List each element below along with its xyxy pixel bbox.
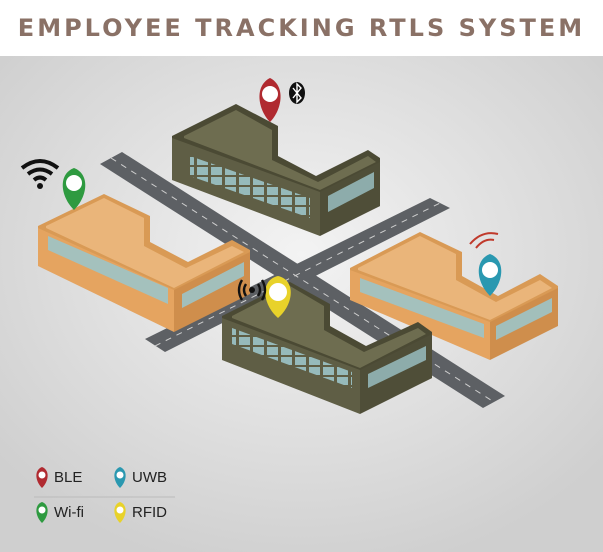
legend-item-rfid: RFID <box>114 502 167 523</box>
rfid-signal-icon <box>237 279 267 301</box>
page-title: EMPLOYEE TRACKING RTLS SYSTEM <box>17 14 586 42</box>
legend-label: BLE <box>54 469 82 486</box>
uwb-pin <box>478 254 502 296</box>
road-marking <box>110 157 495 403</box>
bluetooth-icon <box>289 82 305 104</box>
legend-item-ble: BLE <box>36 467 82 488</box>
rfid-pin <box>265 276 291 318</box>
legend-label: Wi-fi <box>54 504 84 521</box>
road-marking <box>154 202 441 347</box>
legend-label: UWB <box>132 469 167 486</box>
building-left-orange <box>38 194 250 332</box>
legend: BLE UWB Wi-fi RFID <box>34 467 175 523</box>
legend-item-wifi: Wi-fi <box>36 502 84 523</box>
legend-item-uwb: UWB <box>114 467 167 488</box>
wifi-icon <box>20 159 60 189</box>
legend-label: RFID <box>132 504 167 521</box>
radio-wave-icon <box>469 232 499 249</box>
campus-illustration: BLE UWB Wi-fi RFID <box>0 56 603 552</box>
ble-pin <box>259 78 281 122</box>
wifi-pin <box>62 168 86 210</box>
building-right-orange <box>350 232 558 360</box>
building-top-olive <box>172 104 380 236</box>
